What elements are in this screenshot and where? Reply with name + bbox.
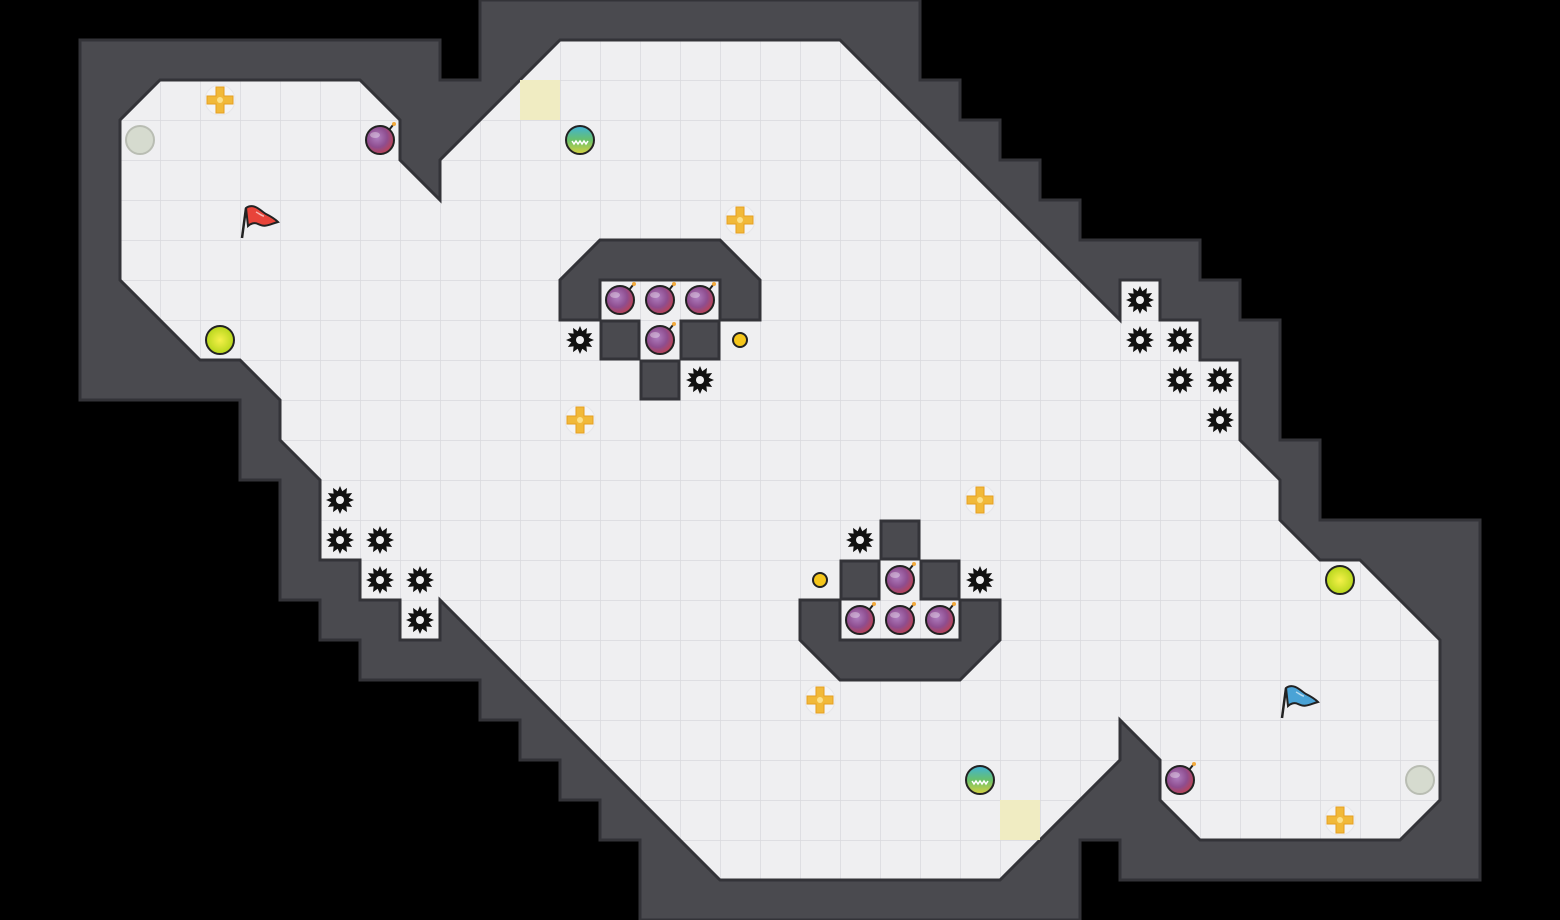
boost-pad-icon: [1325, 565, 1355, 595]
flags-layer: [240, 205, 1320, 719]
spikes-layer: [326, 286, 1234, 634]
blue-flag-icon: [1280, 685, 1320, 719]
spike-icon: [846, 526, 874, 554]
gate-tile-1: [1000, 800, 1040, 840]
spike-icon: [1166, 326, 1194, 354]
spike-icon: [366, 566, 394, 594]
juke-juice-icon: [965, 765, 995, 795]
wall-block-3: [879, 519, 921, 561]
bomb-icon: [885, 562, 916, 595]
boosts-layer: [205, 125, 1355, 795]
powerup-icon: [964, 484, 996, 516]
floor: [118, 38, 1442, 882]
powerup-icon: [804, 684, 836, 716]
wall-block-1: [679, 319, 721, 361]
bomb-icon: [685, 282, 716, 315]
wall-block-4: [839, 559, 881, 601]
spike-icon: [326, 486, 354, 514]
spike-icon: [1206, 366, 1234, 394]
wall-block-2: [639, 359, 681, 401]
inactive-boost-1: [1405, 765, 1435, 795]
spike-icon: [1126, 286, 1154, 314]
bomb-icon: [645, 322, 676, 355]
spike-icon: [1126, 326, 1154, 354]
spike-icon: [1166, 366, 1194, 394]
floor-area: [118, 38, 1442, 882]
spike-icon: [686, 366, 714, 394]
spike-icon: [406, 606, 434, 634]
structure-bottom-arch: [798, 598, 1002, 682]
powerup-icon: [724, 204, 756, 236]
spike-icon: [966, 566, 994, 594]
bomb-icon: [365, 122, 396, 155]
pads-layer: [125, 80, 1435, 840]
center-structure-top: [558, 238, 762, 322]
powerup-icon: [204, 84, 236, 116]
spike-icon: [1206, 406, 1234, 434]
bomb-icon: [645, 282, 676, 315]
spike-icon: [406, 566, 434, 594]
bomb-icon: [845, 602, 876, 635]
gate-tile-0: [520, 80, 560, 120]
structure-top-arch: [558, 238, 762, 322]
button-icon: [812, 572, 828, 588]
bombs-layer: [365, 122, 1196, 795]
powerup-icon: [564, 404, 596, 436]
red-flag-icon: [240, 205, 280, 239]
bomb-icon: [1165, 762, 1196, 795]
wall-block-0: [599, 319, 641, 361]
spike-icon: [566, 326, 594, 354]
powerups-layer: [204, 84, 1356, 836]
button-icon: [732, 332, 748, 348]
inactive-boost-0: [125, 125, 155, 155]
bomb-icon: [925, 602, 956, 635]
bomb-icon: [885, 602, 916, 635]
boost-pad-icon: [205, 325, 235, 355]
juke-juice-icon: [565, 125, 595, 155]
powerup-icon: [1324, 804, 1356, 836]
center-structure-bottom: [798, 598, 1002, 682]
spike-icon: [366, 526, 394, 554]
wall-block-5: [919, 559, 961, 601]
spike-icon: [326, 526, 354, 554]
bomb-icon: [605, 282, 636, 315]
wall-blocks-layer: [599, 319, 961, 601]
